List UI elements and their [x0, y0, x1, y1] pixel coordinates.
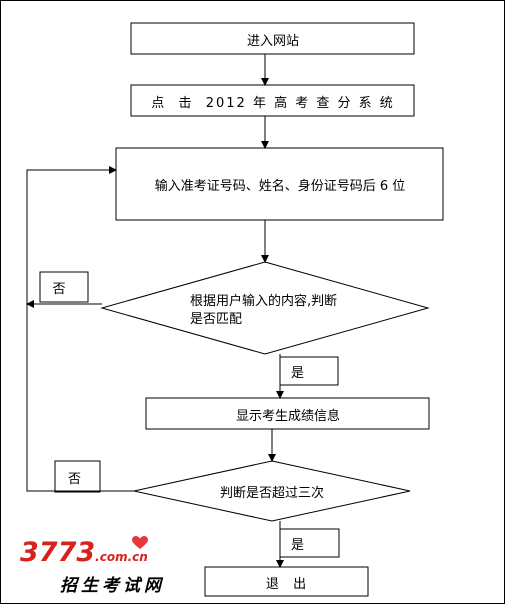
- decision-attempts: 判断是否超过三次: [219, 485, 324, 501]
- watermark-subtitle: 招生考试网: [60, 576, 165, 596]
- box-enter-site: [130, 22, 415, 55]
- diamond-attempts: [133, 460, 411, 522]
- decision-match-line1: 根据用户输入的内容,判断: [190, 293, 338, 309]
- watermark-domain: .com.cn: [95, 550, 148, 564]
- label-no-2: 否: [67, 471, 81, 487]
- step-input-info: 输入准考证号码、姓名、身份证号码后 6 位: [154, 179, 406, 194]
- box-exit: [204, 566, 369, 597]
- step-enter-site: 进入网站: [246, 33, 299, 49]
- decision-match-line2: 是否匹配: [190, 311, 243, 327]
- diamond-match: [100, 261, 430, 355]
- box-label-yes-2: [279, 528, 340, 558]
- step-click-system: 点 击 2012 年 高 考 查 分 系 统: [151, 95, 395, 111]
- label-no-1: 否: [52, 282, 66, 297]
- box-click-system: [130, 84, 415, 117]
- heart-icon: [132, 536, 148, 549]
- box-label-no-1: [39, 271, 89, 303]
- label-yes-2: 是: [290, 538, 304, 553]
- watermark-logo: 3773.com.cn: [20, 537, 148, 568]
- box-label-no-2: [54, 460, 101, 493]
- step-exit: 退 出: [265, 576, 309, 592]
- arrow-attempts-no-loop: [26, 166, 134, 492]
- box-input-info: [115, 147, 444, 221]
- step-show-scores: 显示考生成绩信息: [235, 408, 340, 424]
- box-show-scores: [145, 397, 430, 430]
- label-yes-1: 是: [290, 366, 304, 381]
- watermark-number: 3773: [20, 537, 96, 568]
